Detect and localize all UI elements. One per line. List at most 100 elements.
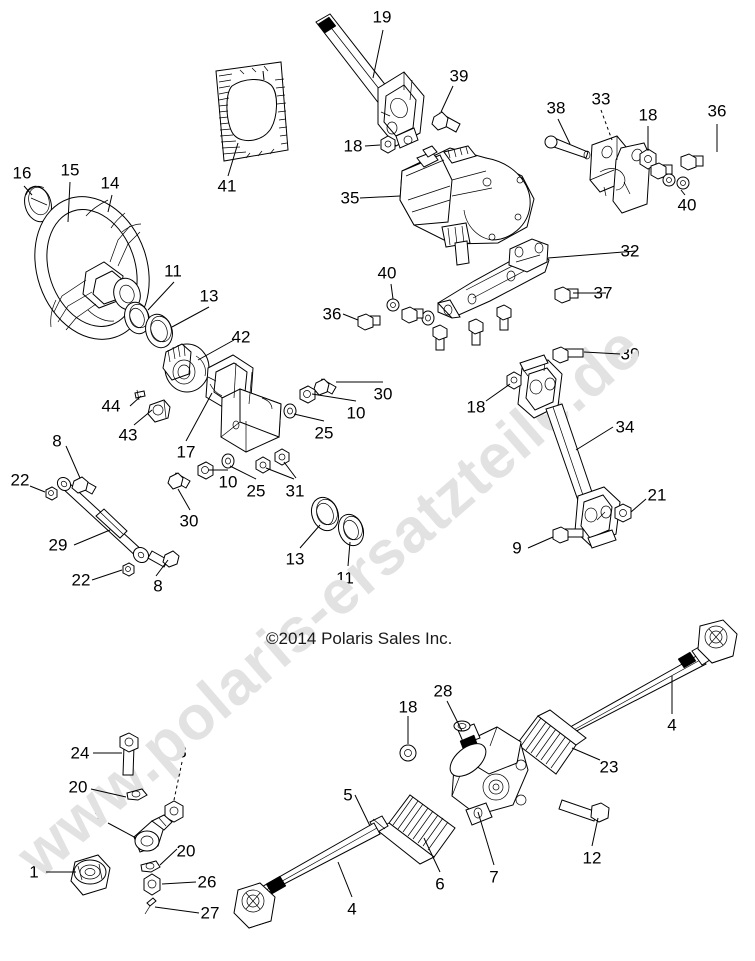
copyright-notice: ©2014 Polaris Sales Inc. — [266, 629, 453, 648]
part-30-bolt-left — [167, 472, 191, 490]
part-10-nut-left — [197, 461, 214, 480]
part-tie-rod-end-right — [697, 619, 738, 664]
callout-number: 8 — [153, 576, 163, 596]
callout-number: 9 — [512, 538, 522, 558]
part-9-bolt — [552, 526, 584, 544]
part-22-nut-lower — [122, 562, 135, 577]
part-43-switch — [147, 399, 171, 423]
callout-number: 10 — [346, 403, 366, 423]
part-39-bolt-upper — [431, 111, 461, 133]
part-36-bolt-upper-b — [650, 162, 673, 180]
part-8-bolt-lower — [147, 550, 180, 568]
part-29-gas-strut — [56, 477, 150, 563]
callout-number: 16 — [12, 163, 32, 183]
callout-number: 27 — [200, 903, 220, 923]
part-12-bolt — [558, 799, 610, 823]
part-18-washer-d — [399, 744, 417, 762]
callout-number: 43 — [118, 425, 138, 445]
part-19-upper-shaft — [315, 13, 425, 149]
part-14-steering-wheel — [34, 196, 150, 340]
part-25-washer-left — [221, 453, 235, 469]
callout-number: 23 — [599, 757, 619, 777]
callout-number: 18 — [466, 397, 486, 417]
part-31-nut-a — [255, 456, 271, 474]
part-37-bolt — [554, 286, 579, 304]
part-32-support-bracket — [421, 238, 550, 326]
callout-number: 4 — [347, 899, 357, 919]
callout-number: 22 — [71, 570, 91, 590]
callout-number: 19 — [372, 7, 392, 27]
callout-number: 33 — [591, 89, 611, 109]
callout-number: 38 — [546, 98, 566, 118]
callout-number: 6 — [435, 874, 445, 894]
callout-number: 11 — [164, 261, 182, 281]
part-30-bolt-right — [313, 378, 337, 396]
callout-number: 22 — [10, 470, 30, 490]
part-31-nut-b — [274, 448, 290, 466]
part-13-bearing-upper — [145, 313, 173, 349]
part-23-rack-assembly — [233, 619, 738, 929]
part-2-link — [133, 814, 173, 853]
part-18-nut-c — [506, 371, 522, 390]
part-40-washer-b — [676, 176, 690, 190]
callout-number: 18 — [343, 136, 363, 156]
part-bolt-small-b — [496, 304, 512, 331]
part-1-mount — [70, 854, 111, 896]
part-38-pin — [544, 135, 591, 160]
callout-number: 5 — [343, 785, 353, 805]
callout-number: 40 — [677, 195, 697, 215]
part-27-pin — [144, 897, 157, 915]
part-40-washer-a — [662, 173, 676, 187]
part-26-nut — [143, 873, 161, 896]
part-11-bearing-upper — [124, 301, 150, 335]
callout-number: 15 — [60, 160, 80, 180]
callout-number: 40 — [377, 263, 397, 283]
callout-number: 20 — [176, 841, 196, 861]
callout-number: 34 — [615, 417, 635, 437]
callout-number: 17 — [176, 442, 196, 462]
callout-number: 25 — [246, 481, 266, 501]
part-39-bolt-lower — [552, 346, 584, 364]
part-11-bearing-lower — [337, 513, 365, 547]
part-10-nut-right — [299, 385, 316, 404]
callout-number: 12 — [582, 848, 602, 868]
callout-number: 11 — [336, 568, 354, 588]
part-20-washer-lower — [140, 860, 161, 873]
callout-number: 35 — [340, 188, 360, 208]
part-41-bezel-pad — [215, 61, 289, 162]
part-18-nut-a — [380, 135, 396, 154]
part-20-washer-upper — [126, 788, 148, 801]
callout-number: 36 — [322, 304, 342, 324]
callout-number: 41 — [217, 176, 237, 196]
part-42-spline-collar — [162, 343, 210, 393]
part-bolt-small-a — [401, 306, 424, 324]
part-36-bolt-lower — [357, 313, 381, 331]
callout-number: 4 — [667, 715, 677, 735]
callout-number: 39 — [620, 344, 640, 364]
callout-number: 20 — [68, 777, 88, 797]
part-bolt-small-d — [432, 324, 448, 351]
callout-number: 8 — [52, 431, 62, 451]
callout-number: 30 — [179, 511, 199, 531]
callout-number: 3 — [177, 742, 187, 762]
part-21-nut — [614, 503, 632, 523]
callout-number: 29 — [48, 535, 68, 555]
callout-number: 26 — [197, 872, 217, 892]
part-bolt-small-c — [468, 318, 484, 346]
part-13-bearing-lower — [310, 496, 340, 532]
callout-number: 13 — [199, 286, 219, 306]
part-35-eps-column — [399, 145, 535, 266]
part-tie-rod-end-left — [233, 882, 276, 929]
callout-number: 31 — [285, 481, 305, 501]
part-34-intermediate-shaft — [517, 354, 621, 549]
part-22-nut-upper — [45, 486, 58, 501]
callout-number: 13 — [285, 549, 305, 569]
callout-number: 24 — [70, 743, 90, 763]
part-24-bolt — [119, 732, 139, 776]
callout-number: 25 — [314, 423, 334, 443]
callout-number: 14 — [100, 173, 120, 193]
callout-number: 1 — [29, 862, 39, 882]
callout-number: 28 — [433, 681, 453, 701]
